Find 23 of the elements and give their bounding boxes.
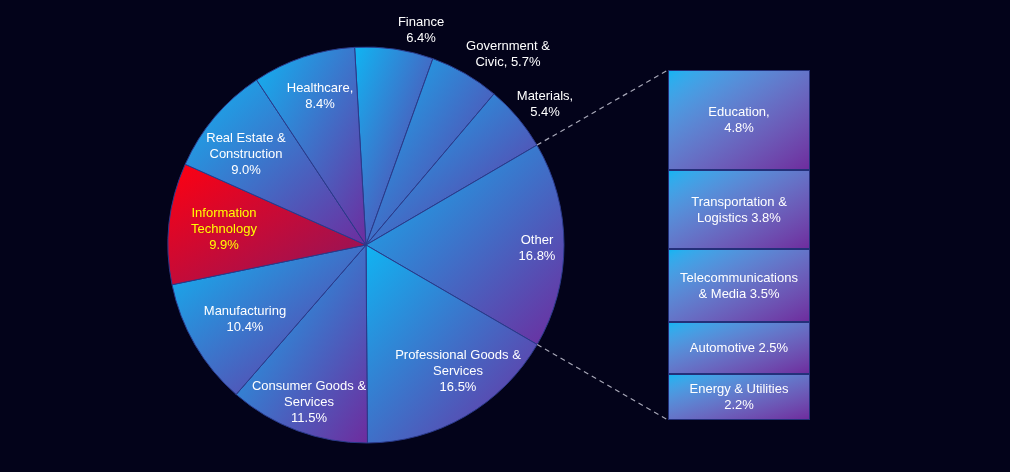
data-label: Consumer Goods & Services 11.5% <box>251 378 367 426</box>
segment-label: Education, 4.8% <box>707 104 771 136</box>
data-label: Government & Civic, 5.7% <box>465 38 551 70</box>
data-label: Real Estate & Construction 9.0% <box>205 130 287 178</box>
data-label: Materials, 5.4% <box>515 88 575 120</box>
data-label: Manufacturing 10.4% <box>202 303 288 335</box>
data-label: Finance 6.4% <box>396 14 446 46</box>
data-label: Healthcare, 8.4% <box>285 80 355 112</box>
data-label: Other 16.8% <box>517 232 557 264</box>
connector-line <box>536 69 669 146</box>
segment-label: Transportation & Logistics 3.8% <box>690 193 788 226</box>
segment-label: Energy & Utilities 2.2% <box>688 381 790 414</box>
stacked-bar <box>668 70 810 420</box>
segment-label: Automotive 2.5% <box>688 340 790 357</box>
connector-line <box>536 343 669 421</box>
bar-segment <box>668 374 810 420</box>
bar-segment <box>668 70 810 170</box>
bar-segment <box>668 322 810 375</box>
data-label: Professional Goods & Services 16.5% <box>394 347 522 395</box>
segment-label: Telecommunications & Media 3.5% <box>679 269 799 302</box>
bar-segment <box>668 249 810 323</box>
data-label: Information Technology 9.9% <box>190 205 258 253</box>
bar-segment <box>668 170 810 250</box>
